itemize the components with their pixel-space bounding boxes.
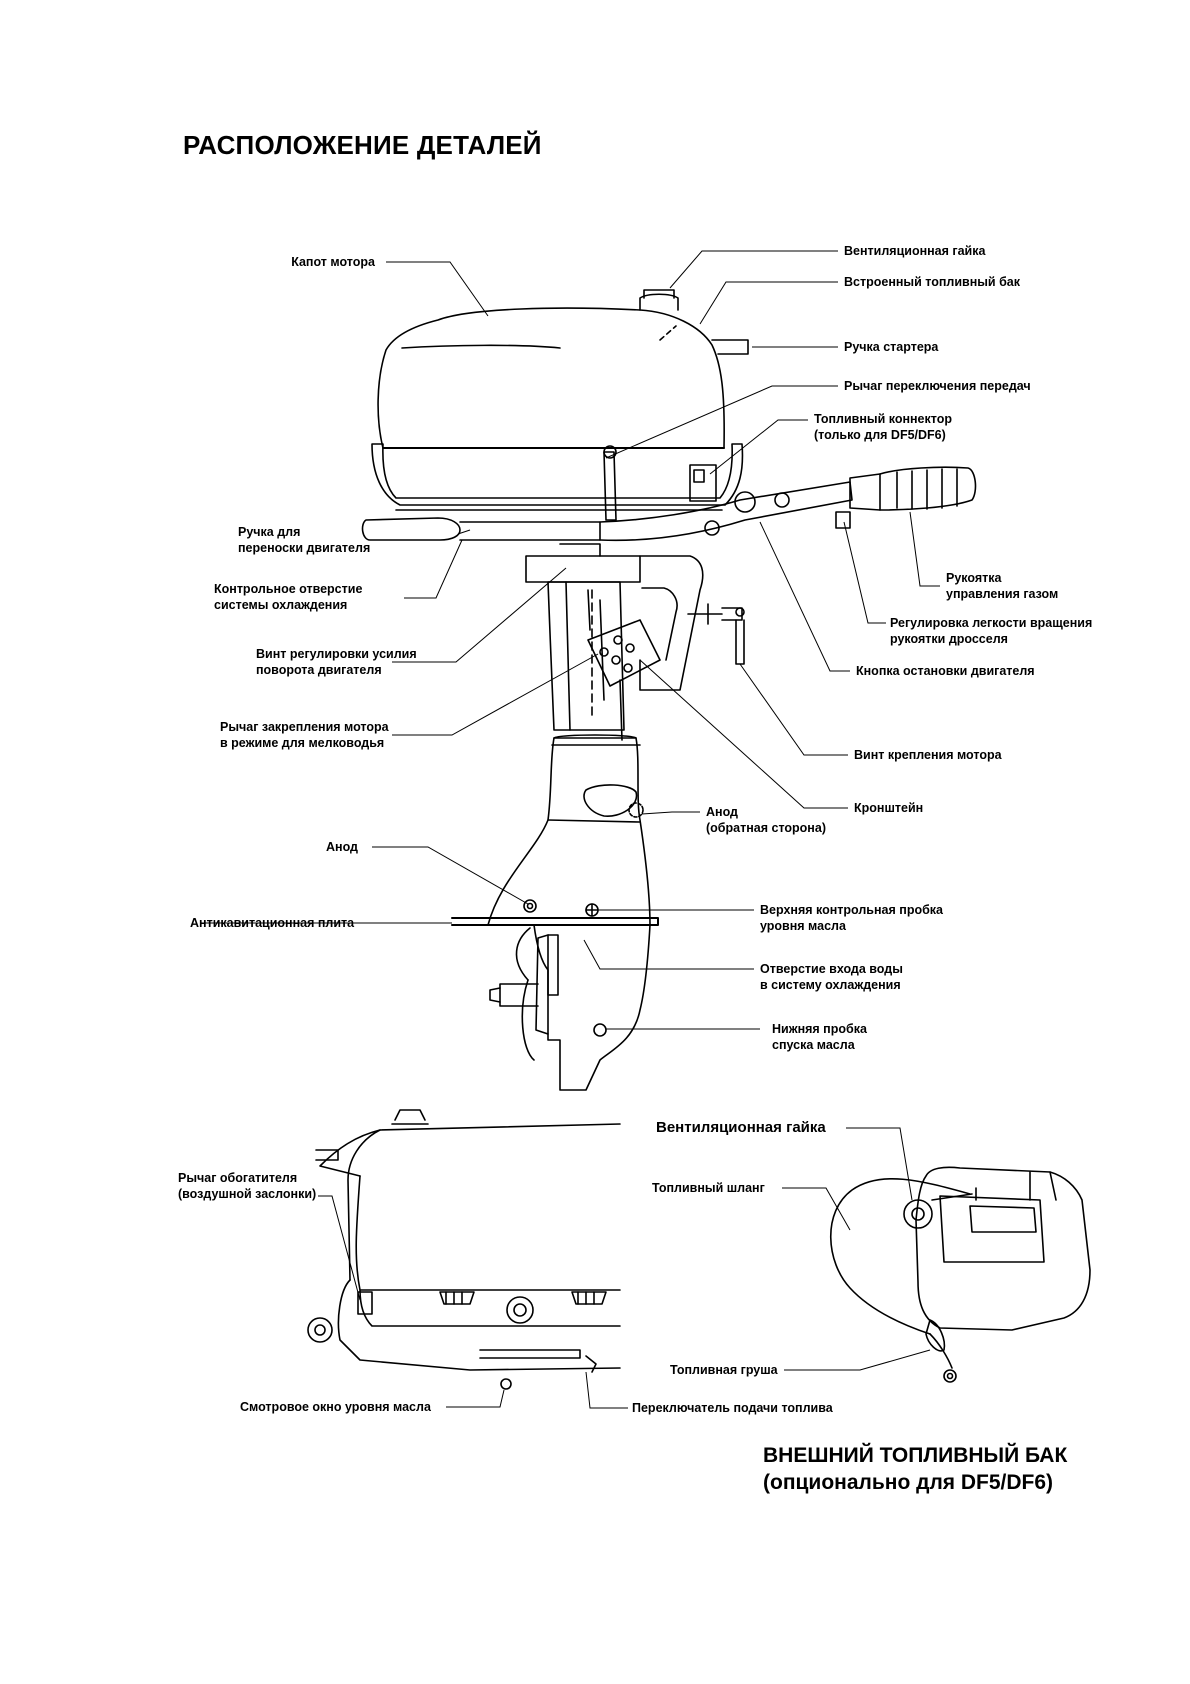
vent-nut bbox=[639, 293, 679, 311]
label-hood: Капот мотора bbox=[291, 255, 375, 269]
anticavitation-plate bbox=[451, 917, 659, 926]
anode-back bbox=[583, 784, 638, 817]
oil-drain-plug bbox=[593, 1023, 607, 1037]
label-choke-lever: Рычаг обогатителя (воздушной заслонки) bbox=[178, 1171, 317, 1201]
label-vent-nut: Вентиляционная гайка bbox=[844, 244, 986, 258]
engine-detail-drawing bbox=[307, 1109, 621, 1390]
label-throttle-grip: Рукоятка управления газом bbox=[946, 571, 1059, 601]
oil-level-window bbox=[506, 1296, 534, 1324]
external-tank-caption: ВНЕШНИЙ ТОПЛИВНЫЙ БАК (опционально для D… bbox=[763, 1444, 1068, 1494]
label-shallow-water-lever: Рычаг закрепления мотора в режиме для ме… bbox=[220, 720, 389, 750]
page-title: РАСПОЛОЖЕНИЕ ДЕТАЛЕЙ bbox=[183, 130, 542, 160]
label-oil-upper-plug: Верхняя контрольная пробка уровня масла bbox=[760, 903, 944, 933]
label-primer-bulb: Топливная груша bbox=[670, 1363, 778, 1377]
label-carry-handle: Ручка для переноски двигателя bbox=[238, 525, 371, 555]
throttle-grip bbox=[849, 473, 881, 511]
label-shift-lever: Рычаг переключения передач bbox=[844, 379, 1031, 393]
carry-handle bbox=[361, 517, 461, 541]
label-starter-handle: Ручка стартера bbox=[844, 340, 939, 354]
fuel-tank bbox=[915, 1166, 1091, 1331]
label-oil-window: Смотровое окно уровня масла bbox=[240, 1400, 431, 1414]
outboard-motor-drawing bbox=[361, 289, 977, 1091]
external-fuel-tank-drawing bbox=[829, 1166, 1091, 1383]
tiller-arm bbox=[599, 481, 853, 542]
midsection bbox=[547, 581, 571, 731]
label-anode: Анод bbox=[326, 840, 358, 854]
starter-handle bbox=[711, 339, 749, 355]
clamp-screw bbox=[687, 603, 743, 625]
shallow-water-lever bbox=[587, 619, 661, 687]
shift-lever bbox=[603, 451, 617, 521]
clamp-bracket bbox=[639, 555, 704, 691]
label-anode-back: Анод (обратная сторона) bbox=[706, 805, 826, 835]
tank-vent-nut bbox=[903, 1199, 933, 1229]
label-bracket: Кронштейн bbox=[854, 801, 924, 815]
lower-leg bbox=[487, 737, 651, 926]
fuel-switch bbox=[585, 1355, 597, 1373]
label-steering-screw: Винт регулировки усилия поворота двигате… bbox=[256, 647, 417, 677]
fuel-hose bbox=[829, 1177, 971, 1335]
label-clamp-screw: Винт крепления мотора bbox=[854, 748, 1002, 762]
throttle-friction-knob bbox=[835, 511, 851, 529]
leader-lines bbox=[200, 250, 940, 1409]
label-fuel-connector: Топливный коннектор (только для DF5/DF6) bbox=[814, 412, 952, 442]
primer-bulb bbox=[925, 1319, 946, 1352]
label-ext-vent-nut: Вентиляционная гайка bbox=[656, 1119, 826, 1136]
label-anticavitation-plate: Антикавитационная плита bbox=[190, 916, 355, 930]
label-water-intake: Отверстие входа воды в систему охлаждени… bbox=[760, 962, 903, 992]
fuel-connector bbox=[689, 464, 717, 502]
engine-hood bbox=[377, 307, 725, 449]
label-fuel-hose: Топливный шланг bbox=[652, 1181, 765, 1195]
label-builtin-tank: Встроенный топливный бак bbox=[844, 275, 1021, 289]
choke-lever bbox=[357, 1291, 373, 1315]
label-stop-button: Кнопка остановки двигателя bbox=[856, 664, 1035, 678]
label-throttle-friction: Регулировка легкости вращения рукоятки д… bbox=[890, 616, 1093, 646]
label-oil-drain-plug: Нижняя пробка спуска масла bbox=[772, 1022, 867, 1052]
gearcase bbox=[533, 924, 651, 1091]
label-fuel-switch: Переключатель подачи топлива bbox=[632, 1401, 833, 1415]
label-cooling-check: Контрольное отверстие системы охлаждения bbox=[214, 582, 363, 612]
anode bbox=[523, 899, 537, 913]
hood-lower-band bbox=[371, 443, 744, 506]
